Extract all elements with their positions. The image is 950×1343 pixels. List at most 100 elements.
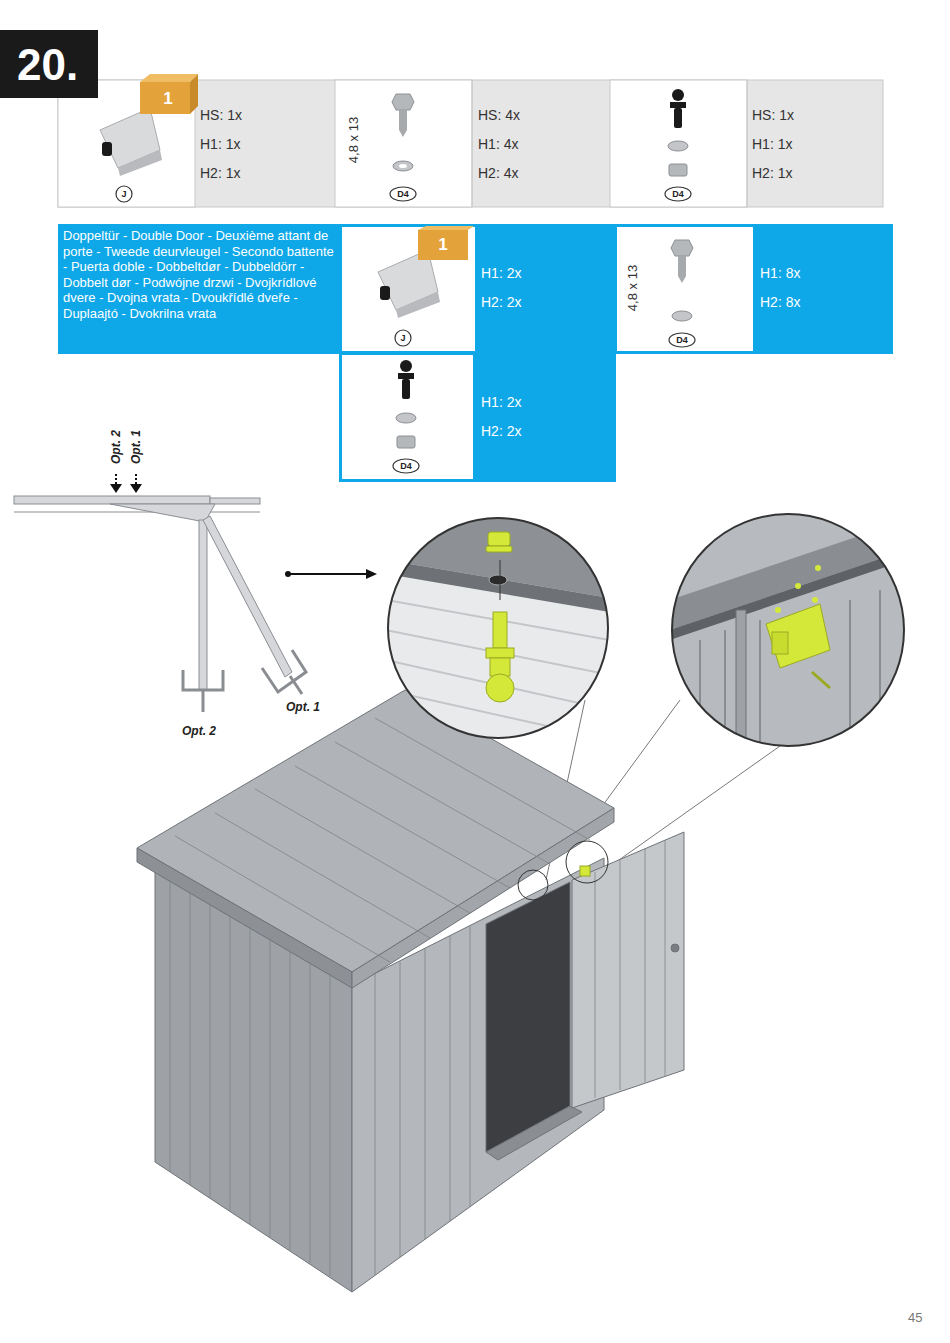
quantity: H2: 2x [481, 423, 521, 439]
drawing-line [665, 840, 666, 1076]
drawing-ellipse [393, 459, 419, 473]
quantity: HS: 4x [478, 107, 520, 123]
drawing-polygon [118, 150, 162, 176]
drawing-line [290, 950, 291, 1250]
option-label: Opt. 2 [109, 430, 123, 464]
drawing-circle [775, 607, 781, 613]
drawing-line [14, 512, 260, 513]
drawing-circle [672, 89, 684, 101]
drawing-line [470, 926, 471, 1206]
drawing-rect [380, 286, 390, 300]
drawing-line [215, 813, 430, 938]
drawing-g [670, 512, 906, 750]
double-door-band [58, 224, 893, 482]
drawing-rect [488, 532, 510, 546]
drawing-rect [342, 227, 475, 351]
screw-icon [390, 94, 416, 201]
drawing-line [210, 903, 211, 1198]
dimension: 4,8 x 13 [625, 265, 640, 311]
drawing-rect [199, 520, 207, 690]
drawing-g [170, 718, 665, 1276]
drawing-ellipse [669, 333, 695, 347]
support-strut-sketch [14, 496, 306, 712]
drawing-polygon [386, 560, 610, 612]
drawing-polygon [670, 520, 906, 630]
drawing-circle [566, 841, 608, 883]
quantity: H2: 1x [200, 165, 240, 181]
drawing-rect [14, 496, 210, 504]
dimension: 4,8 x 13 [346, 117, 361, 163]
drawing-ellipse [668, 141, 688, 151]
drawing-polygon [140, 74, 198, 82]
drawing-polygon [366, 569, 377, 579]
drawing-polygon [572, 832, 684, 1108]
drawing-rect [418, 230, 468, 260]
drawing-polygon [110, 484, 122, 493]
drawing-ellipse [393, 161, 413, 171]
drawing-rect [674, 108, 682, 128]
drawing-line [170, 880, 171, 1172]
drawing-polygon [130, 484, 142, 493]
drawing-rect [617, 227, 753, 351]
drawing-line [472, 80, 473, 207]
drawing-rect [772, 632, 788, 654]
option-arrows [110, 474, 377, 579]
shed [137, 690, 684, 1292]
magnifier-ball-stud [386, 516, 610, 740]
quantity: H2: 8x [760, 294, 800, 310]
drawing-polygon [137, 848, 352, 988]
parts-table [58, 80, 883, 207]
drawing-circle [400, 360, 412, 372]
quantity: HS: 1x [752, 107, 794, 123]
drawing-line [250, 927, 251, 1224]
drawing-rect [736, 610, 746, 750]
step-number: 20. [0, 30, 98, 98]
ball-stud-icon [665, 89, 691, 201]
drawing-rect [58, 80, 883, 207]
drawing-polygon [418, 226, 474, 230]
drawing-line [230, 915, 231, 1211]
drawing-rect [386, 516, 610, 740]
drawing-line [724, 630, 726, 748]
drawing-rect [102, 142, 112, 156]
bracket-icon [378, 226, 474, 346]
drawing-polygon [766, 604, 830, 668]
drawing-line [747, 80, 748, 207]
drawing-circle [812, 597, 818, 603]
drawing-rect [486, 648, 514, 658]
drawing-path [262, 650, 306, 692]
box-count: 1 [163, 89, 172, 109]
quantity: H1: 8x [760, 265, 800, 281]
drawing-rect [490, 658, 510, 676]
drawing-rect [486, 546, 512, 552]
part-callout: J [121, 189, 126, 199]
drawing-line [288, 573, 368, 575]
drawing-polygon [486, 882, 570, 1152]
drawing-line [190, 892, 191, 1185]
drawing-line [595, 872, 596, 1098]
drawing-line [295, 766, 510, 888]
drawing-ellipse [396, 413, 416, 423]
drawing-circle [395, 330, 411, 346]
drawing-line [645, 849, 646, 1082]
drawing-ellipse [399, 164, 407, 168]
option-label: Opt. 1 [286, 700, 320, 714]
drawing-line [400, 962, 401, 1257]
drawing-line [759, 620, 761, 748]
drawing-rect [669, 164, 687, 176]
quantity: H2: 4x [478, 165, 518, 181]
drawing-polygon [396, 292, 440, 318]
drawing-line [812, 672, 830, 688]
drawing-line [849, 600, 851, 748]
drawing-ellipse [390, 187, 416, 201]
quantity: H1: 2x [481, 394, 521, 410]
part-callout: D4 [672, 189, 684, 199]
drawing-polygon [392, 94, 414, 110]
option-label: Opt. 2 [182, 724, 216, 738]
drawing-polygon [486, 1106, 582, 1160]
drawing-rect [670, 512, 906, 748]
part-callout: D4 [400, 461, 412, 471]
quantity: H1: 1x [752, 136, 792, 152]
drawing-circle [795, 583, 801, 589]
